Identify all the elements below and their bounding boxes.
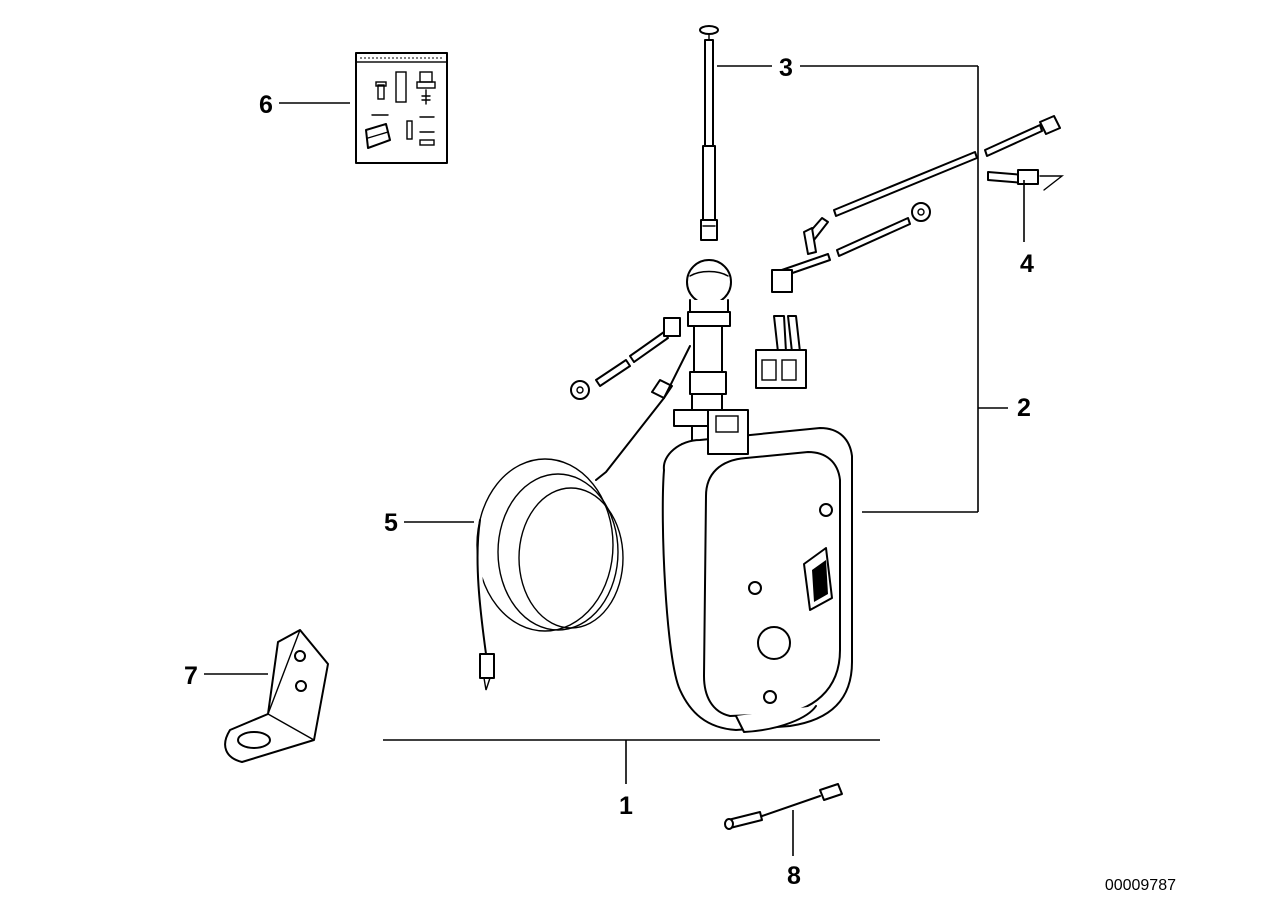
motor-housing-icon xyxy=(661,409,853,733)
leader-lines xyxy=(204,65,1025,856)
callout-3: 3 xyxy=(779,54,793,82)
callout-4: 4 xyxy=(1020,250,1034,278)
ground-lead-icon xyxy=(570,317,681,400)
small-parts-kit-icon xyxy=(355,52,448,164)
plug-connector-icon xyxy=(755,315,807,389)
adapter-lead-icon xyxy=(724,783,843,830)
callout-8: 8 xyxy=(787,862,801,890)
callout-labels: 1 2 3 4 5 6 7 8 xyxy=(184,54,1034,890)
callout-7: 7 xyxy=(184,662,198,690)
mounting-bracket-icon xyxy=(224,629,329,763)
callout-6: 6 xyxy=(259,91,273,119)
callout-2: 2 xyxy=(1017,394,1031,422)
callout-1: 1 xyxy=(619,792,633,820)
callout-5: 5 xyxy=(384,509,398,537)
cable-connector-icon xyxy=(771,115,1065,293)
coiled-antenna-cable-icon xyxy=(476,345,691,691)
telescopic-mast-icon xyxy=(699,25,719,241)
document-id: 00009787 xyxy=(1105,877,1176,894)
